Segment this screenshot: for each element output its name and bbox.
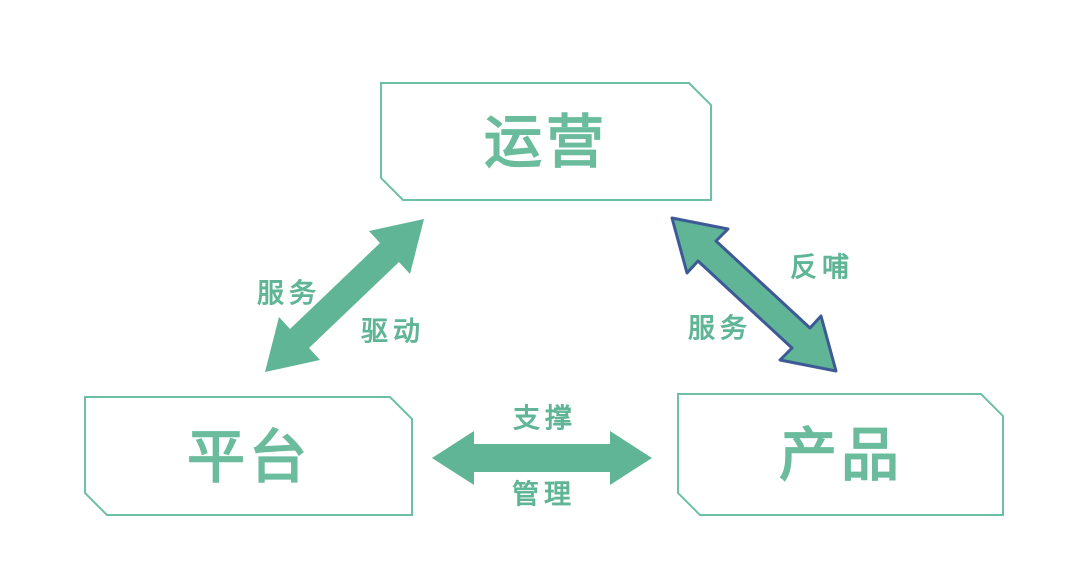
platform-box-outline: [84, 396, 413, 516]
operations-product-lower-label: 服务: [688, 313, 752, 344]
operations-product-upper-label: 反哺: [790, 252, 854, 283]
product-node-label: 产品: [778, 423, 904, 488]
product-box-outline: [677, 393, 1004, 516]
operations-product-arrow: [670, 216, 838, 373]
operations-box-outline: [380, 82, 712, 201]
platform-operations-arrow: [265, 219, 424, 372]
platform-operations-lower-label: 驱动: [361, 316, 425, 347]
platform-node-label: 平台: [186, 425, 312, 490]
platform-product-upper-label: 支撑: [513, 403, 577, 434]
platform-product-lower-label: 管理: [512, 479, 576, 510]
platform-operations-upper-label: 服务: [257, 278, 321, 309]
platform-product-arrow: [432, 431, 652, 485]
operations-node-label: 运营: [483, 110, 609, 175]
